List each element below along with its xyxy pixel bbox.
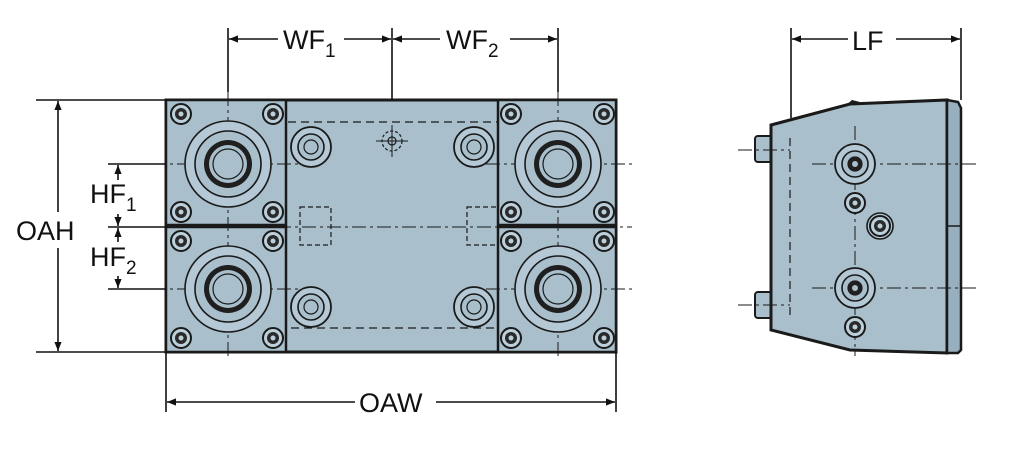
side-fittings xyxy=(844,157,894,338)
port-bottom-right xyxy=(514,245,602,333)
small-port-1 xyxy=(290,126,332,168)
center-reference-mark xyxy=(376,125,408,157)
label-hf2: HF2 xyxy=(90,242,137,279)
label-wf2: WF2 xyxy=(446,25,499,62)
port-top-left xyxy=(184,120,272,208)
port-top-right xyxy=(514,120,602,208)
label-oah: OAH xyxy=(16,216,75,246)
port-bottom-left xyxy=(184,245,272,333)
label-hf1: HF1 xyxy=(90,179,137,216)
dimensions xyxy=(36,28,962,412)
label-lf: LF xyxy=(852,26,884,56)
side-body xyxy=(769,98,949,355)
label-oaw: OAW xyxy=(359,388,423,418)
side-view xyxy=(738,98,978,356)
small-port-3 xyxy=(290,286,332,328)
front-view xyxy=(152,92,632,360)
small-port-4 xyxy=(453,286,495,328)
small-port-2 xyxy=(453,126,495,168)
label-wf1: WF1 xyxy=(283,25,336,62)
